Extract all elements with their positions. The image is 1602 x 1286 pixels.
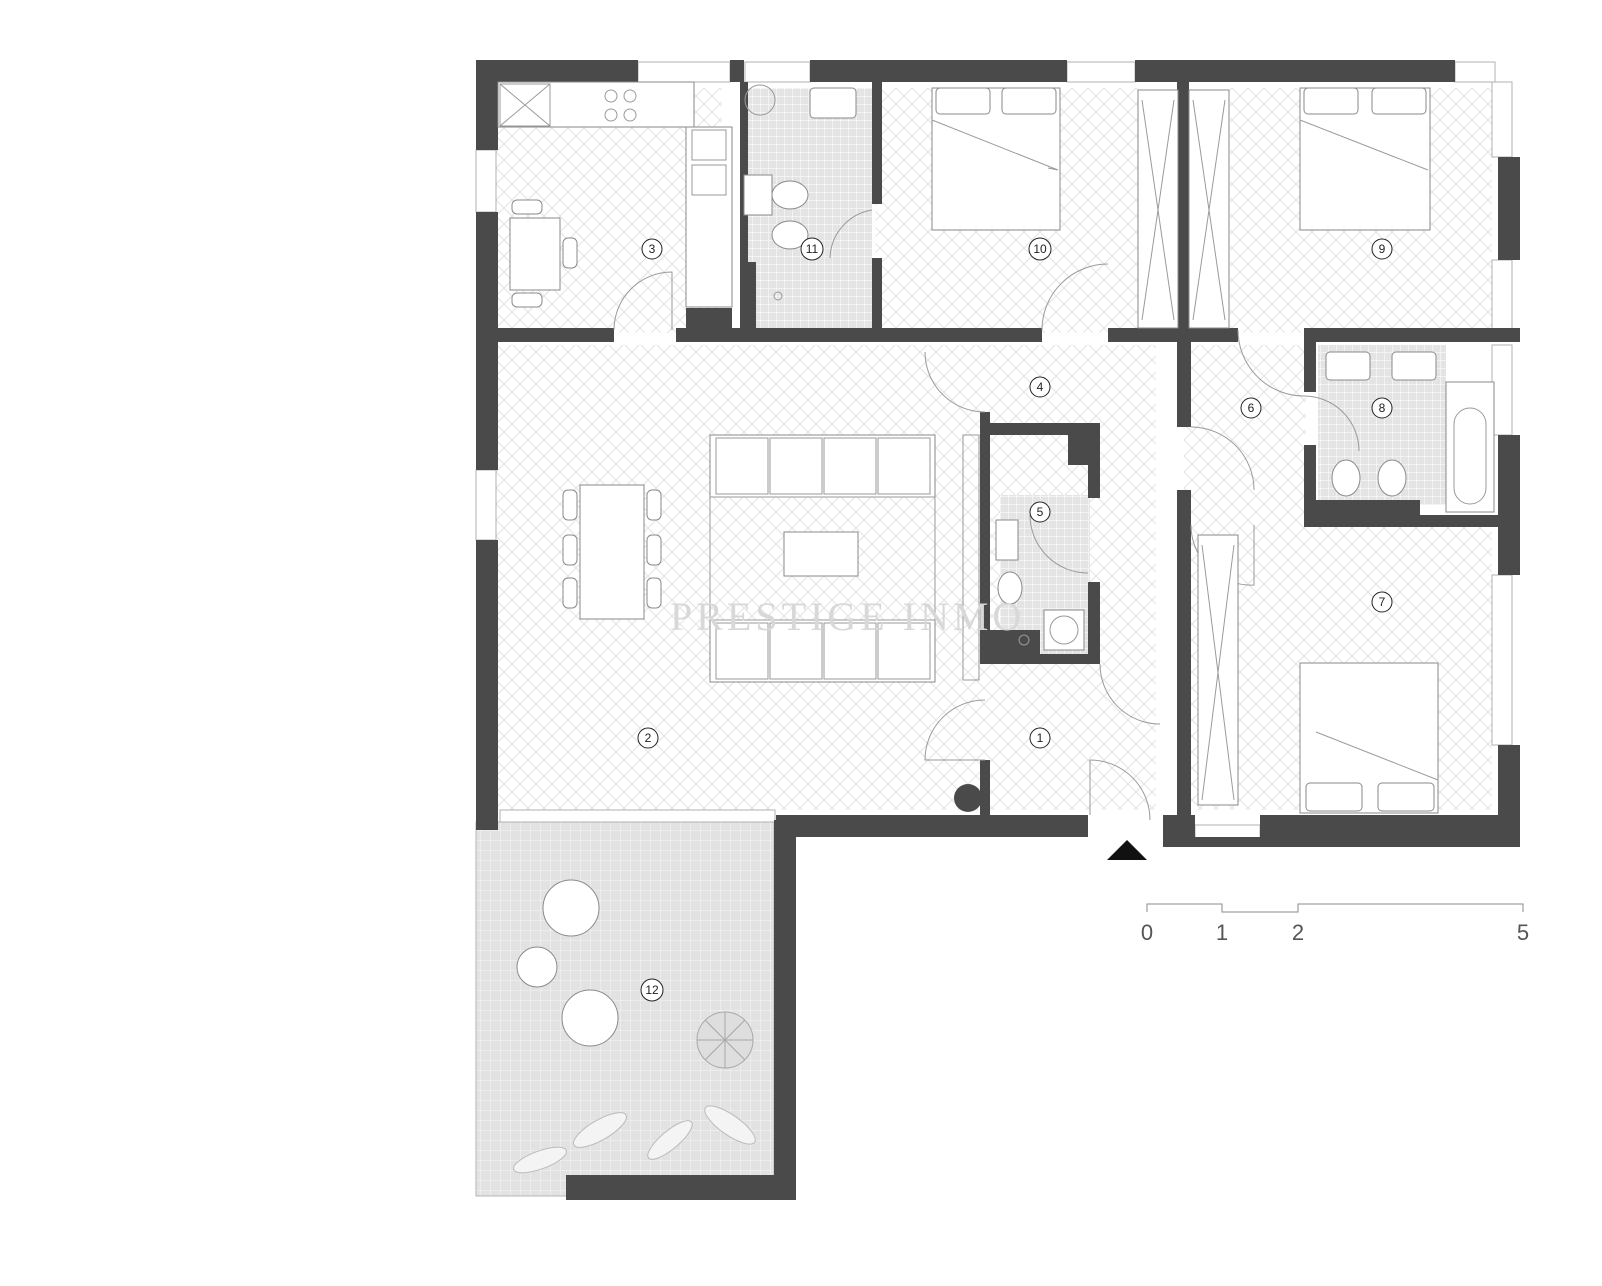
- bedroom-9-furniture: [1188, 87, 1431, 329]
- floor-terrace: [475, 821, 775, 1197]
- svg-text:11: 11: [806, 242, 819, 256]
- room-label-2: 2: [637, 727, 659, 749]
- entrance-arrow-icon: [1107, 840, 1147, 860]
- plant-icon: [513, 1105, 756, 1174]
- room-label-3: 3: [641, 238, 663, 260]
- walls: [476, 60, 1520, 1200]
- scale-bar: 0 1 2 5: [1141, 903, 1529, 945]
- watermark-text: PRESTIGE INMO: [670, 594, 1025, 639]
- room-label-1: 1: [1029, 727, 1051, 749]
- bedroom-7-furniture: [1197, 534, 1439, 814]
- scale-label-1: 1: [1216, 920, 1228, 945]
- svg-text:4: 4: [1037, 380, 1044, 394]
- scale-label-2: 2: [1292, 920, 1304, 945]
- svg-text:1: 1: [1037, 731, 1044, 745]
- bedroom-10-furniture: [931, 87, 1179, 329]
- plant-icon: [696, 1011, 754, 1069]
- room-label-11: 11: [800, 237, 824, 261]
- room-label-6: 6: [1240, 397, 1262, 419]
- bath-5-fixtures: [995, 519, 1085, 651]
- room-label-12: 12: [640, 978, 664, 1002]
- terrace-furniture: [513, 879, 756, 1174]
- room-label-10: 10: [1028, 237, 1052, 261]
- svg-text:12: 12: [645, 983, 659, 997]
- room-label-4: 4: [1029, 376, 1051, 398]
- svg-text:5: 5: [1037, 505, 1044, 519]
- living-furniture: [562, 434, 980, 683]
- windows: [475, 61, 1513, 840]
- scale-label-5: 5: [1517, 920, 1529, 945]
- room-label-5: 5: [1029, 501, 1051, 523]
- floor-hall-6: [1184, 345, 1306, 525]
- svg-text:8: 8: [1379, 401, 1386, 415]
- room-label-8: 8: [1371, 397, 1393, 419]
- bath-8-fixtures: [1325, 351, 1495, 513]
- svg-text:6: 6: [1248, 401, 1255, 415]
- kitchen-furniture: [497, 81, 733, 308]
- scale-label-0: 0: [1141, 920, 1153, 945]
- svg-text:9: 9: [1379, 242, 1386, 256]
- room-label-7: 7: [1371, 591, 1393, 613]
- svg-text:3: 3: [649, 242, 656, 256]
- svg-text:10: 10: [1033, 242, 1047, 256]
- svg-text:7: 7: [1379, 595, 1386, 609]
- svg-text:2: 2: [645, 731, 652, 745]
- room-labels: 1 2 3 4 5 6 7 8 9 10 11 12: [637, 237, 1393, 1002]
- bath-11-fixtures: [743, 84, 857, 301]
- room-label-9: 9: [1371, 238, 1393, 260]
